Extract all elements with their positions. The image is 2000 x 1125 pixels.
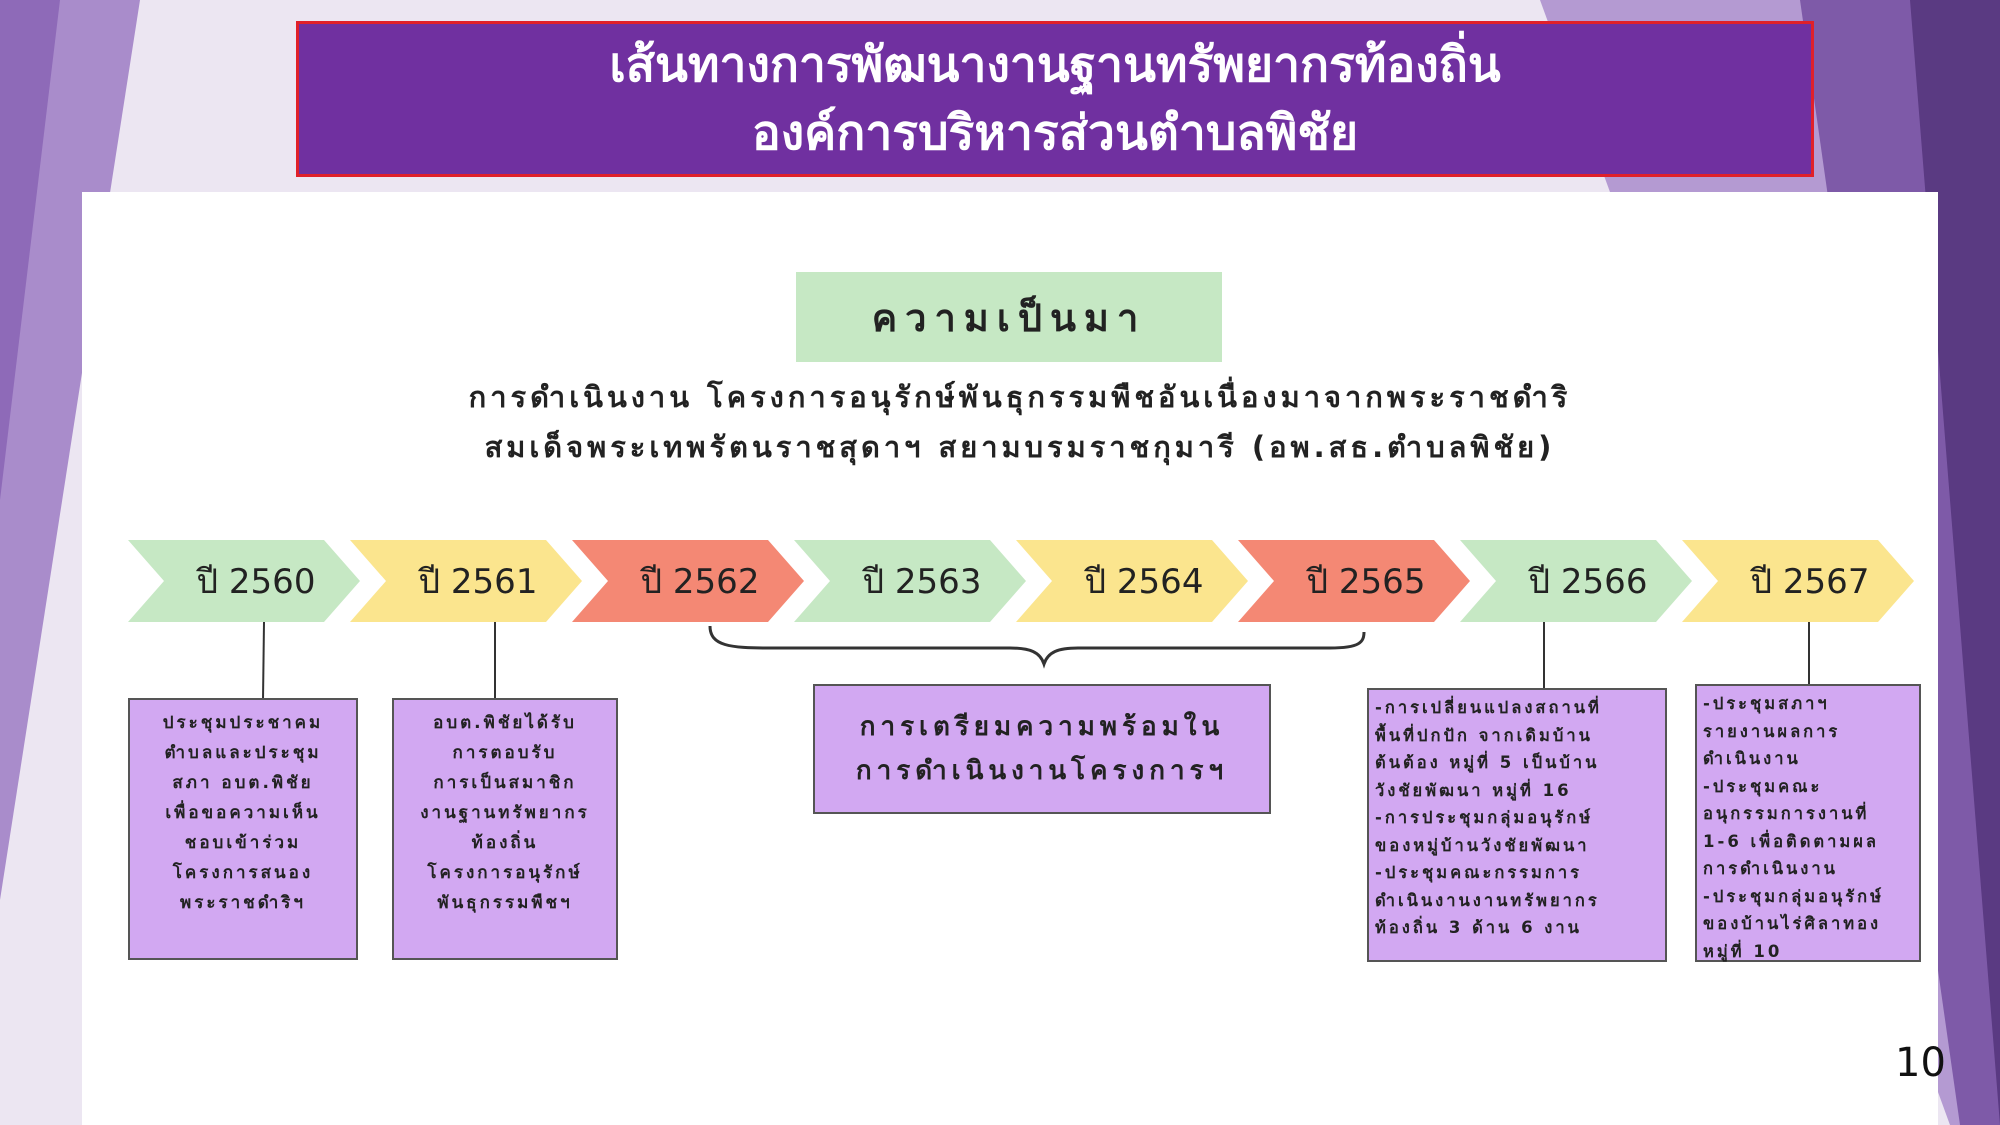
chevron-label: ปี 2567 <box>1750 562 1870 602</box>
chevron-shape <box>1016 540 1248 622</box>
note-2560: ประชุมประชาคม ตำบลและประชุม สภา อบต.พิชั… <box>128 698 358 960</box>
title-line-1: เส้นทางการพัฒนางานฐานทรัพยากรท้องถิ่น <box>609 37 1501 93</box>
chevron-label: ปี 2562 <box>640 562 760 602</box>
chevron-label: ปี 2564 <box>1084 562 1204 602</box>
brace-2562-2565 <box>708 625 1366 669</box>
chevron-shape <box>794 540 1026 622</box>
chevron-label: ปี 2563 <box>862 562 982 602</box>
chevron-label: ปี 2560 <box>196 562 316 602</box>
intro-text: การดำเนินงาน โครงการอนุรักษ์พันธุกรรมพืช… <box>300 372 1740 472</box>
chevron-shape <box>350 540 582 622</box>
chevron-label: ปี 2565 <box>1306 562 1426 602</box>
section-heading: ความเป็นมา <box>796 272 1222 362</box>
intro-line-2: สมเด็จพระเทพรัตนราชสุดาฯ สยามบรมราชกุมาร… <box>484 430 1556 464</box>
chevron-label: ปี 2566 <box>1528 562 1648 602</box>
chevron-shape <box>572 540 804 622</box>
title-banner: เส้นทางการพัฒนางานฐานทรัพยากรท้องถิ่น อง… <box>296 21 1814 177</box>
left-bar-dark <box>0 0 60 500</box>
intro-line-1: การดำเนินงาน โครงการอนุรักษ์พันธุกรรมพืช… <box>468 380 1572 414</box>
chevron-shape <box>1682 540 1914 622</box>
timeline-chevron-6: ปี 2566 <box>1460 540 1692 622</box>
note-2562-2565: การเตรียมความพร้อมใน การดำเนินงานโครงการ… <box>813 684 1271 814</box>
timeline-chevron-2: ปี 2562 <box>572 540 804 622</box>
timeline-chevron-1: ปี 2561 <box>350 540 582 622</box>
timeline-chevron-0: ปี 2560 <box>128 540 360 622</box>
chevron-shape <box>1238 540 1470 622</box>
timeline-chevron-3: ปี 2563 <box>794 540 1026 622</box>
note-2567: -ประชุมสภาฯ รายงานผลการ ดำเนินงาน -ประชุ… <box>1695 684 1921 962</box>
page-number: 10 <box>1895 1040 1946 1086</box>
chevron-shape <box>1460 540 1692 622</box>
connector-2560 <box>262 621 265 701</box>
note-2561: อบต.พิชัยได้รับ การตอบรับ การเป็นสมาชิก … <box>392 698 618 960</box>
timeline-chevron-4: ปี 2564 <box>1016 540 1248 622</box>
timeline-chevron-7: ปี 2567 <box>1682 540 1914 622</box>
note-2566: -การเปลี่ยนแปลงสถานที่ พื้นที่ปกปัก จากเ… <box>1367 688 1667 962</box>
timeline-chevron-5: ปี 2565 <box>1238 540 1470 622</box>
chevron-shape <box>128 540 360 622</box>
chevron-label: ปี 2561 <box>418 562 538 602</box>
title-line-2: องค์การบริหารส่วนตำบลพิชัย <box>751 105 1359 161</box>
